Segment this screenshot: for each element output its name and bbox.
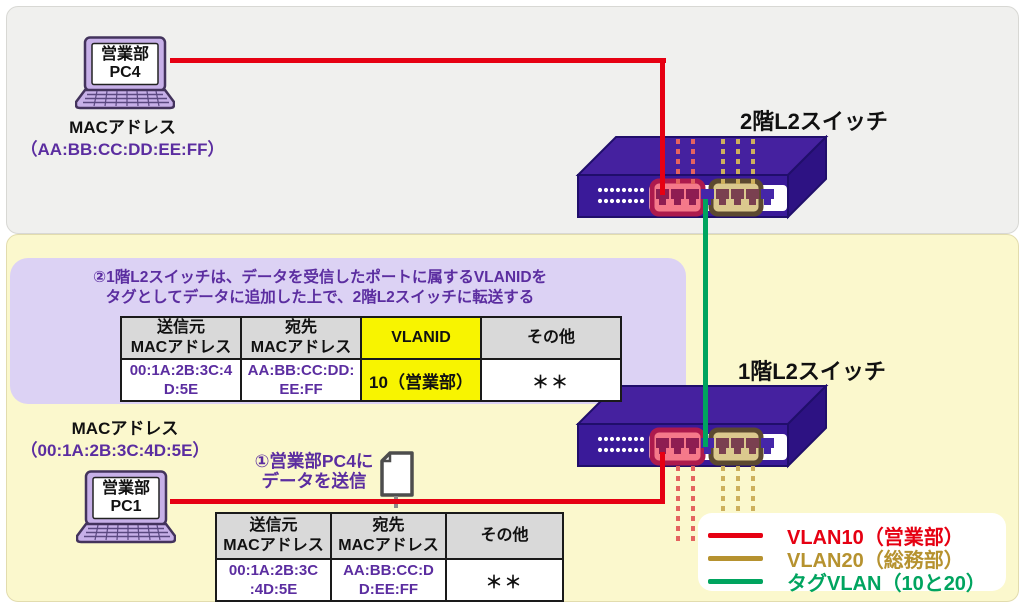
switch-2f-label: 2階L2スイッチ <box>740 109 888 134</box>
col-src-mac: 送信元 MACアドレス <box>120 316 242 360</box>
data-frame-icon <box>380 451 414 497</box>
tag-vlan-trunk-cable <box>703 199 708 447</box>
pc1-mac-label: MACアドレス <box>71 419 179 438</box>
tagvlan-line-swatch <box>708 579 763 584</box>
vlan10-broadcast-dash <box>676 466 680 546</box>
step2-text-line2: タグとしてデータに追加した上で、2階L2スイッチに転送する <box>105 289 535 306</box>
vlanid-value: 10（営業部） <box>360 358 482 402</box>
laptop-icon <box>76 470 176 544</box>
original-frame-table: 送信元 MACアドレス 宛先 MACアドレス その他 00:1A:2B:3C :… <box>215 512 564 602</box>
step1-line1: ①営業部PC4に <box>254 451 374 471</box>
legend: VLAN10（営業部） VLAN20（総務部） タグVLAN（10と20） <box>698 513 1006 595</box>
dst-mac-value: AA:BB:CC:DD: EE:FF <box>240 358 362 402</box>
vlan20-broadcast-dash <box>736 139 740 188</box>
pc1-dept: 営業部 <box>101 480 150 498</box>
pc4-screen-label: 営業部 PC4 <box>89 42 161 86</box>
legend-item-tagvlan: タグVLAN（10と20） <box>698 570 1006 595</box>
pc4-mac-label: MACアドレス <box>69 118 176 137</box>
step2-text-line1: ②1階L2スイッチは、データを受信したポートに属するVLANIDを <box>92 269 548 286</box>
vlan20-broadcast-dash <box>721 466 725 552</box>
frame-pointer-dotline <box>394 496 398 514</box>
switch-1f-icon <box>575 384 829 469</box>
vlan20-line-swatch <box>708 556 763 561</box>
tagged-frame-table: 送信元 MACアドレス 宛先 MACアドレス VLANID その他 00:1A:… <box>120 316 622 402</box>
other-value: ＊＊ <box>480 358 622 402</box>
col-dst-mac: 宛先 MACアドレス <box>240 316 362 360</box>
pc1-laptop: 営業部 PC1 <box>76 470 176 544</box>
laptop-icon <box>75 36 175 110</box>
vlan20-broadcast-dash <box>751 139 755 188</box>
dst-mac-value: AA:BB:CC:D D:EE:FF <box>330 558 447 602</box>
vlan20-legend-label: VLAN20（総務部） <box>787 550 964 572</box>
vlan10-broadcast-dash <box>691 139 695 188</box>
step1-note: ①営業部PC4に データを送信 <box>250 451 378 491</box>
col-vlanid: VLANID <box>360 316 482 360</box>
src-mac-value: 00:1A:2B:3C:4 D:5E <box>120 358 242 402</box>
switch-1f-label: 1階L2スイッチ <box>738 359 886 384</box>
pc1-mac-value: （00:1A:2B:3C:4D:5E） <box>20 441 210 460</box>
vlan10-cable-pc1-drop <box>660 452 665 504</box>
floor2-panel <box>6 6 1019 234</box>
src-mac-value: 00:1A:2B:3C :4D:5E <box>215 558 332 602</box>
pc4-name: PC4 <box>109 64 141 81</box>
vlan10-broadcast-dash <box>676 139 680 188</box>
vlan10-legend-label: VLAN10（営業部） <box>787 527 964 549</box>
pc1-screen-label: 営業部 PC1 <box>90 476 162 520</box>
vlan10-cable-pc4 <box>170 58 666 63</box>
vlan20-broadcast-dash <box>721 139 725 188</box>
vlan10-broadcast-dash <box>691 466 695 546</box>
pc4-mac-value: （AA:BB:CC:DD:EE:FF） <box>20 140 225 159</box>
col-other: その他 <box>480 316 622 360</box>
vlan20-broadcast-dash <box>751 466 755 552</box>
step1-line2: データを送信 <box>261 471 367 491</box>
tagvlan-legend-label: タグVLAN（10と20） <box>787 573 986 595</box>
pc4-dept: 営業部 <box>100 46 149 64</box>
vlan10-cable-pc4-drop <box>660 58 665 195</box>
pc4-laptop: 営業部 PC4 <box>75 36 175 110</box>
legend-item-vlan10: VLAN10（営業部） <box>698 524 1006 549</box>
other-value: ＊＊ <box>445 558 564 602</box>
col-dst-mac: 宛先 MACアドレス <box>330 512 447 560</box>
col-other: その他 <box>445 512 564 560</box>
vlan10-line-swatch <box>708 533 763 538</box>
col-src-mac: 送信元 MACアドレス <box>215 512 332 560</box>
vlan20-broadcast-dash <box>736 466 740 552</box>
legend-item-vlan20: VLAN20（総務部） <box>698 547 1006 572</box>
pc1-name: PC1 <box>110 498 142 515</box>
vlan10-cable-pc1 <box>170 499 665 504</box>
